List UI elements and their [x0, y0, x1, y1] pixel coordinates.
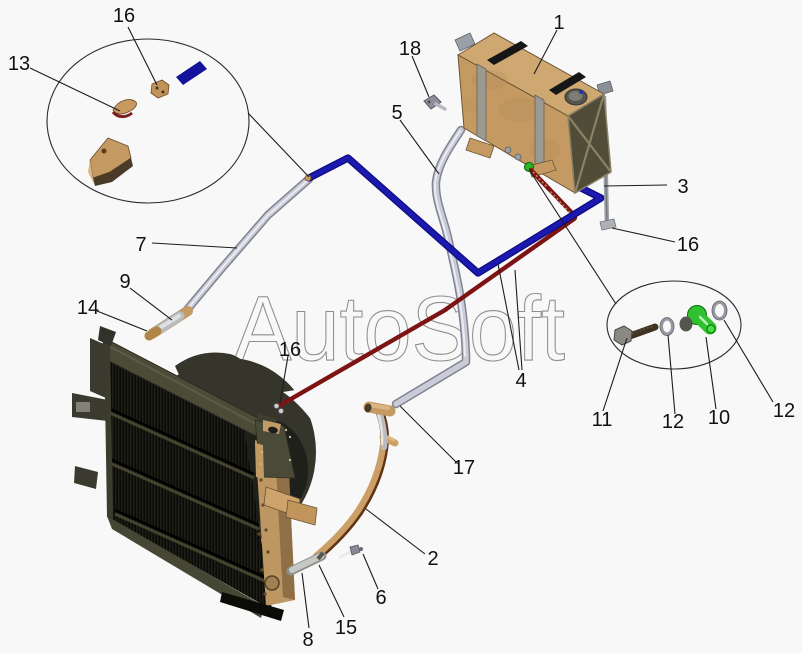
- svg-text:7: 7: [135, 234, 146, 256]
- svg-text:2: 2: [427, 548, 438, 570]
- svg-text:9: 9: [119, 271, 130, 293]
- svg-text:11: 11: [592, 409, 613, 431]
- svg-text:1: 1: [553, 12, 564, 34]
- svg-text:5: 5: [391, 102, 402, 124]
- svg-text:12: 12: [773, 400, 795, 422]
- svg-text:10: 10: [708, 407, 730, 429]
- svg-text:AutoSoft: AutoSoft: [234, 278, 565, 380]
- svg-text:16: 16: [113, 5, 135, 27]
- svg-text:18: 18: [399, 38, 421, 60]
- svg-text:16: 16: [279, 339, 301, 361]
- svg-text:14: 14: [77, 297, 99, 319]
- svg-text:6: 6: [375, 587, 386, 609]
- svg-text:17: 17: [453, 457, 475, 479]
- svg-text:15: 15: [335, 617, 357, 639]
- svg-text:3: 3: [677, 176, 688, 198]
- svg-text:4: 4: [515, 370, 526, 392]
- svg-text:8: 8: [302, 629, 313, 651]
- svg-text:16: 16: [677, 234, 699, 256]
- svg-text:13: 13: [8, 53, 30, 75]
- svg-text:12: 12: [662, 411, 684, 433]
